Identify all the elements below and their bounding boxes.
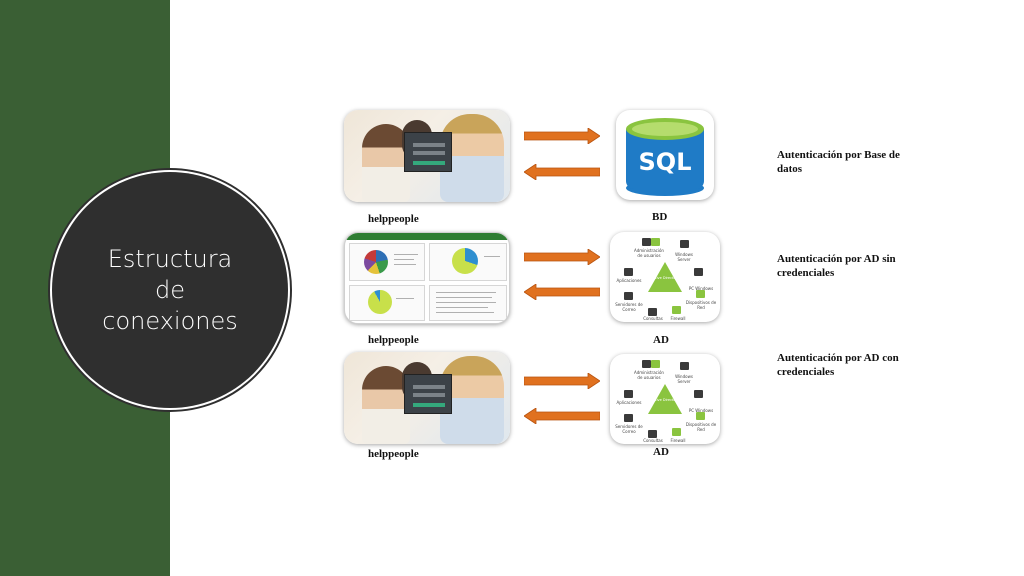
ad-dispositivos-label: Dispositivos de Red xyxy=(685,300,717,310)
ad-center-label: Active Directory xyxy=(650,276,680,280)
arrow-right-icon xyxy=(524,373,600,389)
firewall-icon xyxy=(672,428,681,436)
arrow-right-icon xyxy=(524,249,600,265)
ad-consultas-label: Consultas xyxy=(643,438,663,443)
slide-title: Estructura de conexiones xyxy=(102,244,238,335)
title-circle: Estructura de conexiones xyxy=(52,172,288,408)
row2-left-label: helppeople xyxy=(368,334,419,346)
ad-firewall-label: Firewall xyxy=(670,316,686,321)
active-directory-diagram: Administración de usuarios Windows Serve… xyxy=(610,354,720,444)
users-icon xyxy=(651,238,660,246)
row2-description: Autenticación por AD sin credenciales xyxy=(777,253,896,279)
sql-database-icon: SQL xyxy=(616,110,714,200)
monitor-icon xyxy=(694,268,703,276)
database-top xyxy=(626,118,704,140)
login-field xyxy=(413,385,445,389)
database-rim xyxy=(632,122,698,136)
login-button xyxy=(413,161,445,165)
row1-description: Autenticación por Base de datos xyxy=(777,149,900,175)
list-line xyxy=(436,307,488,308)
arrow-left-icon xyxy=(524,284,600,300)
mail-server-icon xyxy=(624,292,633,300)
arrow-left-icon xyxy=(524,408,600,424)
ad-aplicaciones-label: Aplicaciones xyxy=(616,400,642,405)
list-line xyxy=(436,292,496,293)
dashboard-panel xyxy=(429,243,507,281)
row3-right-label: AD xyxy=(653,446,669,458)
helppeople-dashboard-screenshot xyxy=(344,232,510,324)
active-directory-diagram: Administración de usuarios Windows Serve… xyxy=(610,232,720,322)
users-icon xyxy=(642,238,651,246)
network-device-icon xyxy=(696,290,705,298)
helppeople-login-photo xyxy=(344,352,510,444)
ad-consultas-label: Consultas xyxy=(643,316,663,321)
legend-line xyxy=(394,254,418,255)
login-button xyxy=(413,403,445,407)
windows-icon xyxy=(680,240,689,248)
ad-pc-windows-label: PC Windows xyxy=(688,286,714,291)
sql-label: SQL xyxy=(638,148,692,176)
pie-chart-icon xyxy=(452,248,478,274)
query-icon xyxy=(648,308,657,316)
app-window-icon xyxy=(624,268,633,276)
legend-line xyxy=(394,264,416,265)
ad-admin-label: Administración de usuarios xyxy=(634,370,664,380)
row3-description: Autenticación por AD con credenciales xyxy=(777,352,899,378)
arrow-right-icon xyxy=(524,128,600,144)
row1-left-label: helppeople xyxy=(368,213,419,225)
dashboard-panel xyxy=(349,243,425,281)
query-icon xyxy=(648,430,657,438)
ad-servidores-label: Servidores de Correo xyxy=(615,302,643,312)
ad-windows-server-label: Windows Server xyxy=(675,252,693,262)
users-icon xyxy=(642,360,651,368)
windows-icon xyxy=(680,362,689,370)
dashboard-panel xyxy=(349,285,425,321)
ad-pc-windows-label: PC Windows xyxy=(688,408,714,413)
list-line xyxy=(436,302,496,303)
pie-chart-icon xyxy=(364,250,388,274)
row1-right-label: BD xyxy=(652,211,668,223)
ad-center-label: Active Directory xyxy=(650,398,680,402)
arrow-left-icon xyxy=(524,164,600,180)
monitor-icon xyxy=(694,390,703,398)
login-field xyxy=(413,143,445,147)
users-icon xyxy=(651,360,660,368)
ad-aplicaciones-label: Aplicaciones xyxy=(616,278,642,283)
list-line xyxy=(436,312,494,313)
login-field xyxy=(413,151,445,155)
ad-admin-label: Administración de usuarios xyxy=(634,248,664,258)
legend-line xyxy=(484,256,500,257)
row3-left-label: helppeople xyxy=(368,448,419,460)
network-device-icon xyxy=(696,412,705,420)
ad-windows-server-label: Windows Server xyxy=(675,374,693,384)
active-directory-triangle xyxy=(648,384,682,414)
app-window-icon xyxy=(624,390,633,398)
ad-firewall-label: Firewall xyxy=(670,438,686,443)
legend-line xyxy=(396,298,414,299)
firewall-icon xyxy=(672,306,681,314)
ad-servidores-label: Servidores de Correo xyxy=(615,424,643,434)
legend-line xyxy=(394,259,414,260)
app-header-bar xyxy=(345,233,509,240)
login-screen xyxy=(404,132,452,172)
mail-server-icon xyxy=(624,414,633,422)
list-line xyxy=(436,297,492,298)
database-cylinder: SQL xyxy=(626,118,704,196)
pie-chart-icon xyxy=(368,290,392,314)
login-screen xyxy=(404,374,452,414)
dashboard-panel xyxy=(429,285,507,321)
row2-right-label: AD xyxy=(653,334,669,346)
active-directory-triangle xyxy=(648,262,682,292)
ad-dispositivos-label: Dispositivos de Red xyxy=(685,422,717,432)
helppeople-login-photo xyxy=(344,110,510,202)
login-field xyxy=(413,393,445,397)
